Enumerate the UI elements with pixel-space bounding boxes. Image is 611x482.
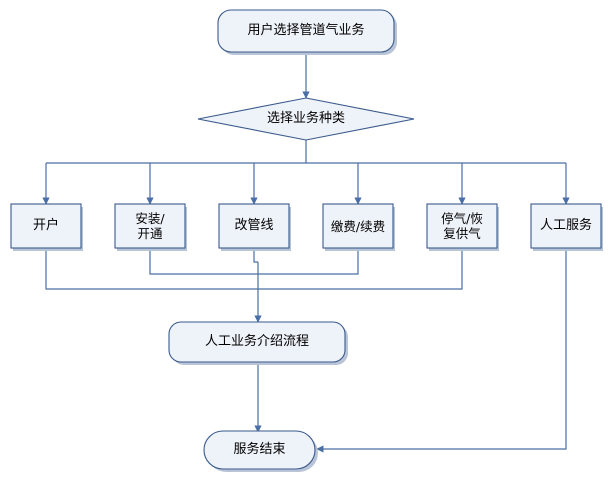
edge-opt2-merge (149, 251, 258, 275)
node-opt3[interactable] (218, 203, 291, 251)
node-manual[interactable] (168, 321, 348, 365)
node-end[interactable] (203, 430, 318, 472)
node-opt5[interactable] (426, 203, 499, 251)
node-decision[interactable] (197, 97, 415, 141)
node-opt1[interactable] (10, 203, 83, 251)
edge-opt3-merge (253, 251, 258, 263)
node-start[interactable] (217, 9, 397, 55)
edge-opt1-merge (45, 251, 258, 290)
edge-opt5-merge (258, 251, 463, 290)
node-opt2[interactable] (114, 203, 187, 251)
node-opt4[interactable] (322, 203, 395, 251)
edge-opt6-end (316, 251, 567, 453)
node-opt6[interactable] (530, 203, 603, 251)
edge-opt4-merge (258, 251, 359, 275)
